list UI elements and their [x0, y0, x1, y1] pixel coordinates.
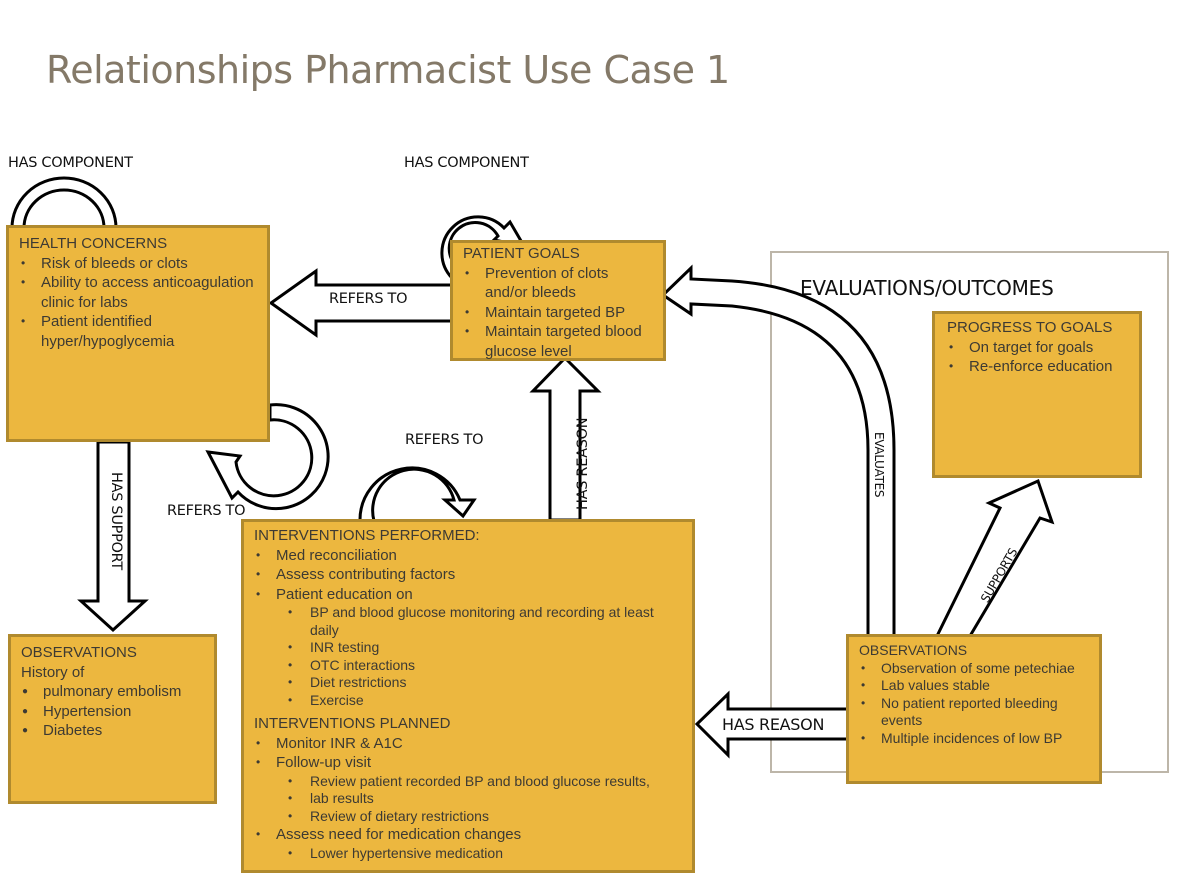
- ip-refers-to-loop-arrow: [358, 466, 477, 523]
- list-item: Lab values stable: [859, 677, 1089, 695]
- health-concerns-list: Risk of bleeds or clots Ability to acces…: [19, 254, 257, 352]
- list-item: Patient education on: [254, 585, 682, 605]
- interventions-performed-list: Med reconciliation Assess contributing f…: [254, 546, 682, 710]
- obs-supports-progress-arrow: [934, 478, 1055, 638]
- list-item: Re-enforce education: [947, 357, 1127, 377]
- hc-has-support-label: HAS SUPPORT: [108, 472, 124, 570]
- hc-has-support-arrow: [77, 440, 149, 633]
- hc-refers-to-label: REFERS TO: [167, 503, 246, 519]
- list-item: Assess contributing factors: [254, 565, 682, 585]
- observations-current-list: Observation of some petechiae Lab values…: [859, 660, 1089, 748]
- observations-history-subheading: History of: [21, 663, 85, 681]
- list-item: Hypertension: [21, 702, 204, 722]
- list-item: Diet restrictions: [254, 674, 682, 692]
- list-item: Prevention of clots and/or bleeds: [463, 264, 653, 303]
- evaluations-outcomes-title: EVALUATIONS/OUTCOMES: [800, 276, 1054, 300]
- obs-has-reason-ip-label: HAS REASON: [722, 715, 825, 734]
- list-item: Monitor INR & A1C: [254, 734, 682, 754]
- pg-refers-to-hc-label: REFERS TO: [329, 291, 408, 307]
- list-item: Maintain targeted BP: [463, 303, 653, 323]
- list-item: Lower hypertensive medication: [254, 845, 682, 863]
- list-item: pulmonary embolism: [21, 682, 204, 702]
- hc-refers-to-loop-arrow: [205, 403, 330, 511]
- observations-history-list: pulmonary embolism Hypertension Diabetes: [21, 682, 204, 741]
- obs-evaluates-pg-arrow: [660, 264, 896, 638]
- obs-has-reason-ip-arrow: [694, 690, 850, 759]
- list-item: Ability to access anticoagulation clinic…: [19, 273, 257, 312]
- interventions-planned-heading: INTERVENTIONS PLANNED: [254, 715, 451, 732]
- list-item: Review patient recorded BP and blood glu…: [254, 773, 682, 791]
- list-item: Risk of bleeds or clots: [19, 254, 257, 274]
- interventions-box[interactable]: INTERVENTIONS PERFORMED: Med reconciliat…: [241, 519, 695, 873]
- list-item: Assess need for medication changes: [254, 825, 682, 845]
- observations-history-box[interactable]: OBSERVATIONS History of pulmonary emboli…: [8, 634, 217, 804]
- list-item: Diabetes: [21, 721, 204, 741]
- obs-evaluates-pg-label: EVALUATES: [872, 432, 886, 498]
- ip-has-reason-pg-label: HAS REASON: [575, 417, 591, 510]
- pg-has-component-label: HAS COMPONENT: [404, 155, 529, 171]
- ip-refers-to-label: REFERS TO: [405, 432, 484, 448]
- list-item: BP and blood glucose monitoring and reco…: [254, 604, 682, 639]
- list-item: On target for goals: [947, 338, 1127, 358]
- list-item: Observation of some petechiae: [859, 660, 1089, 678]
- list-item: Review of dietary restrictions: [254, 808, 682, 826]
- hc-has-component-loop-arrow: [10, 176, 118, 230]
- interventions-planned-list: Monitor INR & A1C Follow-up visit Review…: [254, 734, 682, 863]
- list-item: No patient reported bleeding events: [859, 695, 1089, 730]
- list-item: OTC interactions: [254, 657, 682, 675]
- list-item: Med reconciliation: [254, 546, 682, 566]
- interventions-performed-heading: INTERVENTIONS PERFORMED:: [254, 527, 480, 544]
- observations-current-heading: OBSERVATIONS: [859, 642, 968, 658]
- ip-has-reason-pg-arrow: [529, 355, 602, 522]
- progress-to-goals-box[interactable]: PROGRESS TO GOALS On target for goals Re…: [932, 311, 1142, 478]
- patient-goals-list: Prevention of clots and/or bleeds Mainta…: [463, 264, 653, 362]
- progress-to-goals-list: On target for goals Re-enforce education: [947, 338, 1127, 377]
- pg-refers-to-hc-arrow: [268, 268, 454, 338]
- health-concerns-box[interactable]: HEALTH CONCERNS Risk of bleeds or clots …: [6, 225, 270, 442]
- page-title: Relationships Pharmacist Use Case 1: [46, 48, 730, 92]
- progress-to-goals-heading: PROGRESS TO GOALS: [947, 319, 1113, 336]
- list-item: INR testing: [254, 639, 682, 657]
- list-item: Patient identified hyper/hypoglycemia: [19, 312, 257, 351]
- list-item: Maintain targeted blood glucose level: [463, 322, 653, 361]
- observations-current-box[interactable]: OBSERVATIONS Observation of some petechi…: [846, 634, 1102, 784]
- list-item: Exercise: [254, 692, 682, 710]
- list-item: Follow-up visit: [254, 753, 682, 773]
- health-concerns-heading: HEALTH CONCERNS: [19, 235, 168, 252]
- observations-history-heading: OBSERVATIONS: [21, 644, 137, 661]
- list-item: Multiple incidences of low BP: [859, 730, 1089, 748]
- patient-goals-heading: PATIENT GOALS: [463, 245, 580, 262]
- list-item: lab results: [254, 790, 682, 808]
- patient-goals-box[interactable]: PATIENT GOALS Prevention of clots and/or…: [450, 240, 666, 361]
- hc-has-component-label: HAS COMPONENT: [8, 155, 133, 171]
